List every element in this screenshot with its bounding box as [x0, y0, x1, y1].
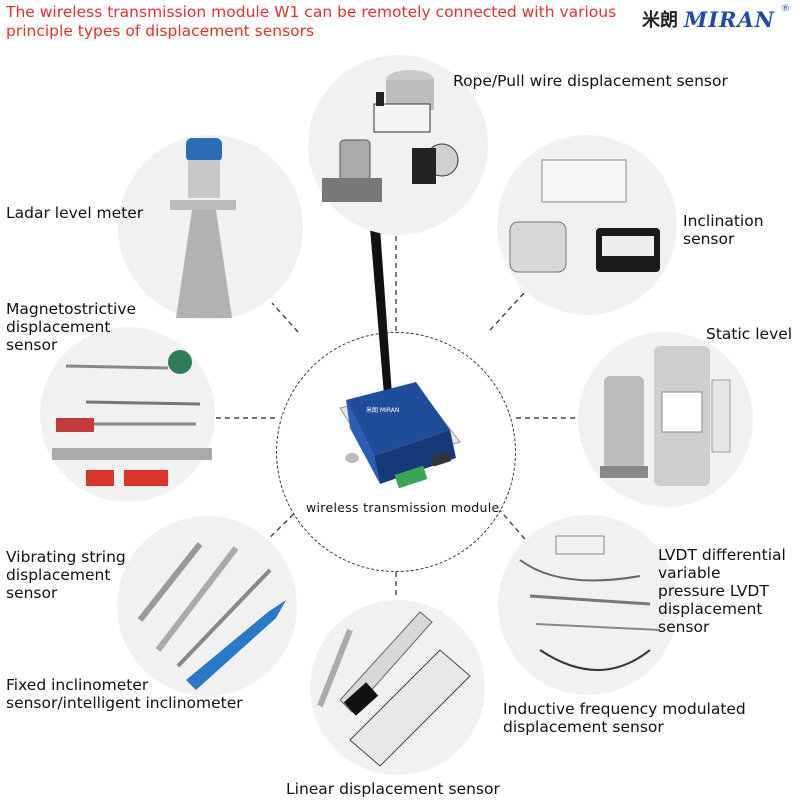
- page-title: The wireless transmission module W1 can …: [6, 3, 617, 40]
- registered-mark: ®: [781, 4, 790, 14]
- line-lvdt: [497, 507, 531, 546]
- label-magneto: Magnetostrictive displacement sensor: [6, 300, 137, 354]
- brand-english: MIRAN: [683, 6, 775, 32]
- label-static-level: Static level: [706, 325, 793, 343]
- brand-logo: 米朗 MIRAN ®: [641, 4, 790, 32]
- label-lvdt: LVDT differential variable pressure LVDT…: [658, 546, 786, 636]
- center-module-label: wireless transmission module: [306, 500, 500, 515]
- brand-chinese: 米朗: [641, 10, 678, 31]
- label-vibrating: Vibrating string displacement sensor: [6, 548, 126, 602]
- svg-text:米朗 MIRAN: 米朗 MIRAN: [366, 406, 399, 414]
- label-linear: Linear displacement sensor: [286, 780, 500, 798]
- label-fixed-inclinometer: Fixed inclinometer sensor/intelligent in…: [6, 676, 243, 712]
- line-ladar: [271, 302, 299, 333]
- terminal-block: [394, 465, 428, 489]
- label-inductive: Inductive frequency modulated displaceme…: [503, 700, 746, 736]
- antenna-icon: [370, 228, 392, 395]
- label-ladar: Ladar level meter: [6, 204, 144, 222]
- label-rope-sensor: Rope/Pull wire displacement sensor: [453, 72, 728, 90]
- label-inclination: Inclination sensor: [683, 212, 764, 248]
